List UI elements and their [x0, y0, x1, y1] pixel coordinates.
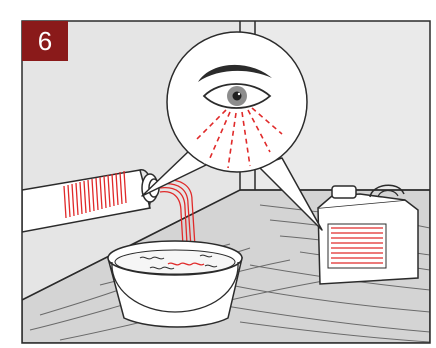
water-bucket — [108, 241, 242, 327]
step-number-badge: 6 — [22, 21, 68, 61]
chemical-jug — [318, 185, 418, 284]
